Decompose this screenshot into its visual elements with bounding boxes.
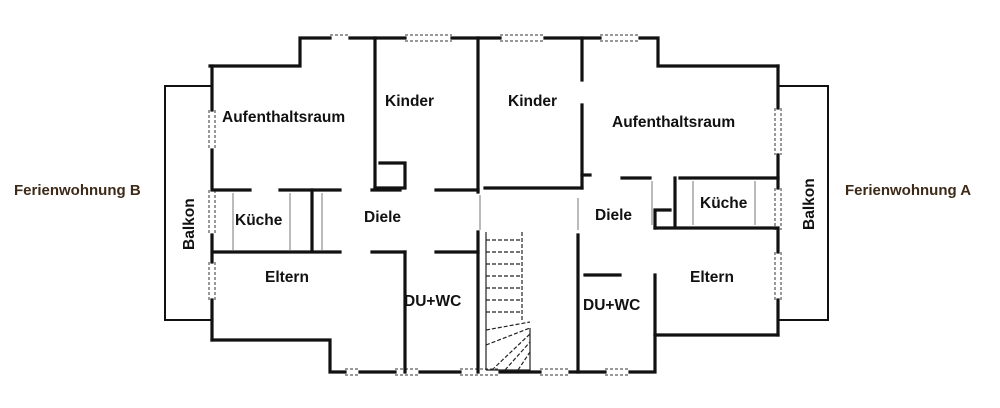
windows	[208, 34, 782, 376]
unit-label-b: Ferienwohnung B	[14, 182, 141, 199]
room-bad-b: DU+WC	[404, 293, 461, 310]
room-bad-a: DU+WC	[583, 297, 640, 314]
staircase	[485, 232, 531, 371]
outer-walls	[208, 36, 780, 374]
room-diele-a: Diele	[595, 207, 632, 224]
room-aufenthaltsraum-b: Aufenthaltsraum	[222, 109, 345, 126]
counters	[232, 181, 756, 250]
interior-walls	[213, 36, 780, 374]
balcony-a-outline	[778, 85, 829, 321]
room-kinder-a: Kinder	[508, 93, 557, 110]
room-balkon-a: Balkon	[801, 178, 818, 230]
balcony-b-outline	[164, 85, 212, 321]
room-balkon-b: Balkon	[181, 198, 198, 250]
room-eltern-b: Eltern	[265, 269, 309, 286]
room-kinder-b: Kinder	[385, 93, 434, 110]
room-kueche-a: Küche	[700, 195, 748, 212]
room-diele-b: Diele	[364, 209, 401, 226]
unit-label-a: Ferienwohnung A	[845, 182, 971, 199]
room-kueche-b: Küche	[235, 212, 283, 229]
room-aufenthaltsraum-a: Aufenthaltsraum	[612, 114, 735, 131]
room-eltern-a: Eltern	[690, 269, 734, 286]
